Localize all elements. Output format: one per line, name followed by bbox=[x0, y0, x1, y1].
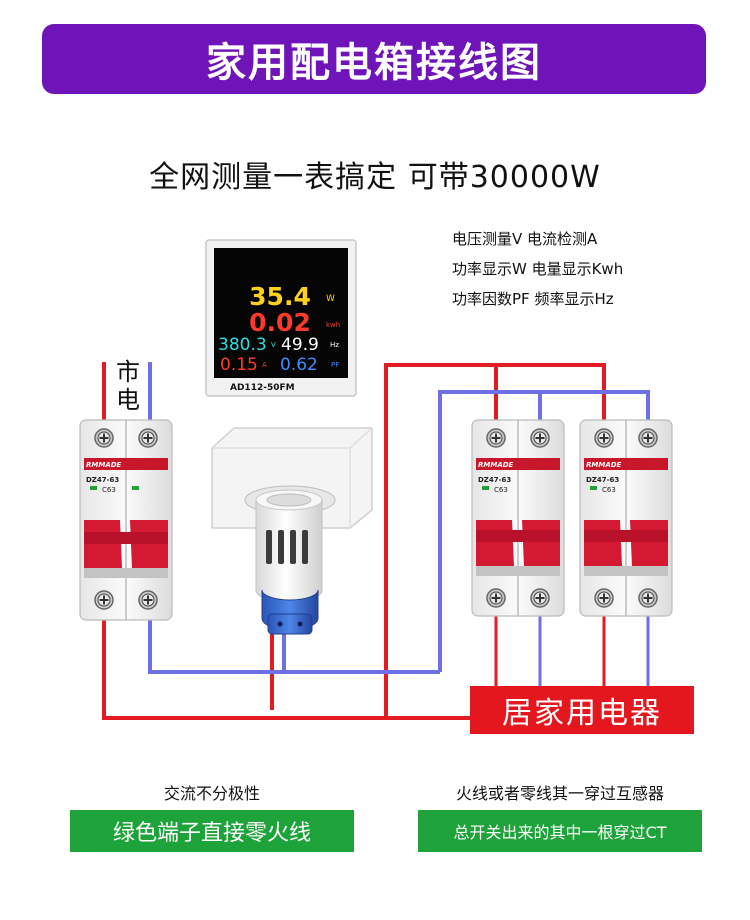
frequency-reading: 49.9 bbox=[281, 335, 319, 355]
right-note: 火线或者零线其一穿过互感器 bbox=[455, 784, 664, 803]
mains-label: 市 电 bbox=[113, 358, 143, 414]
breaker-model: DZ47-63 bbox=[586, 476, 619, 484]
load-label-box: 居家用电器 bbox=[470, 686, 694, 734]
power-reading: 35.4 bbox=[249, 282, 311, 311]
breaker-brand: RMMADE bbox=[86, 461, 122, 469]
energy-reading: 0.02 bbox=[249, 308, 311, 337]
subtitle: 全网测量一表搞定 可带30000W bbox=[149, 160, 601, 195]
load-label: 居家用电器 bbox=[502, 696, 662, 731]
neutral-bus-wire bbox=[438, 390, 650, 672]
title-banner: 家用配电箱接线图 bbox=[42, 24, 706, 94]
mains-label-line-2: 电 bbox=[116, 386, 140, 414]
frequency-unit: Hz bbox=[330, 341, 339, 349]
breaker-rating: C63 bbox=[102, 486, 116, 494]
main-breaker: RMMADE DZ47-63 C63 bbox=[79, 419, 173, 621]
voltage-unit: V bbox=[271, 341, 276, 349]
breaker-to-neutral-bus-wire bbox=[148, 620, 440, 674]
left-note: 交流不分极性 bbox=[163, 784, 260, 803]
right-note-box-text: 总开关出来的其中一根穿过CT bbox=[453, 823, 667, 842]
load-wires bbox=[494, 614, 650, 686]
feature-line-1: 电压测量V 电流检测A bbox=[452, 230, 598, 248]
breaker-model: DZ47-63 bbox=[86, 476, 119, 484]
branch-breaker-1: RMMADE DZ47-63 C63 bbox=[471, 419, 565, 617]
current-transformer bbox=[211, 427, 373, 635]
feature-line-3: 功率因数PF 频率显示Hz bbox=[452, 290, 614, 308]
meter: 35.4 W 0.02 kwh 380.3 V 49.9 Hz 0.15 A 0… bbox=[205, 239, 357, 397]
current-unit: A bbox=[262, 361, 267, 369]
left-note-box-text: 绿色端子直接零火线 bbox=[112, 821, 311, 846]
energy-unit: kwh bbox=[326, 321, 340, 329]
meter-model: AD112-50FM bbox=[230, 383, 295, 393]
power-unit: W bbox=[326, 294, 335, 304]
breaker-brand: RMMADE bbox=[478, 461, 514, 469]
voltage-reading: 380.3 bbox=[218, 335, 267, 355]
breaker-brand: RMMADE bbox=[586, 461, 622, 469]
breaker-model: DZ47-63 bbox=[478, 476, 511, 484]
breaker-to-load-live-wire bbox=[102, 620, 470, 720]
breaker-rating: C63 bbox=[602, 486, 616, 494]
pf-unit: PF bbox=[331, 361, 339, 369]
page-title: 家用配电箱接线图 bbox=[206, 40, 542, 86]
right-note-box: 总开关出来的其中一根穿过CT bbox=[418, 810, 702, 852]
breaker-rating: C63 bbox=[494, 486, 508, 494]
current-reading: 0.15 bbox=[220, 355, 258, 375]
branch-breaker-2: RMMADE DZ47-63 C63 bbox=[579, 419, 673, 617]
left-note-box: 绿色端子直接零火线 bbox=[70, 810, 354, 852]
feature-line-2: 功率显示W 电量显示Kwh bbox=[452, 260, 624, 278]
pf-reading: 0.62 bbox=[280, 355, 318, 375]
mains-label-line-1: 市 bbox=[116, 358, 140, 386]
